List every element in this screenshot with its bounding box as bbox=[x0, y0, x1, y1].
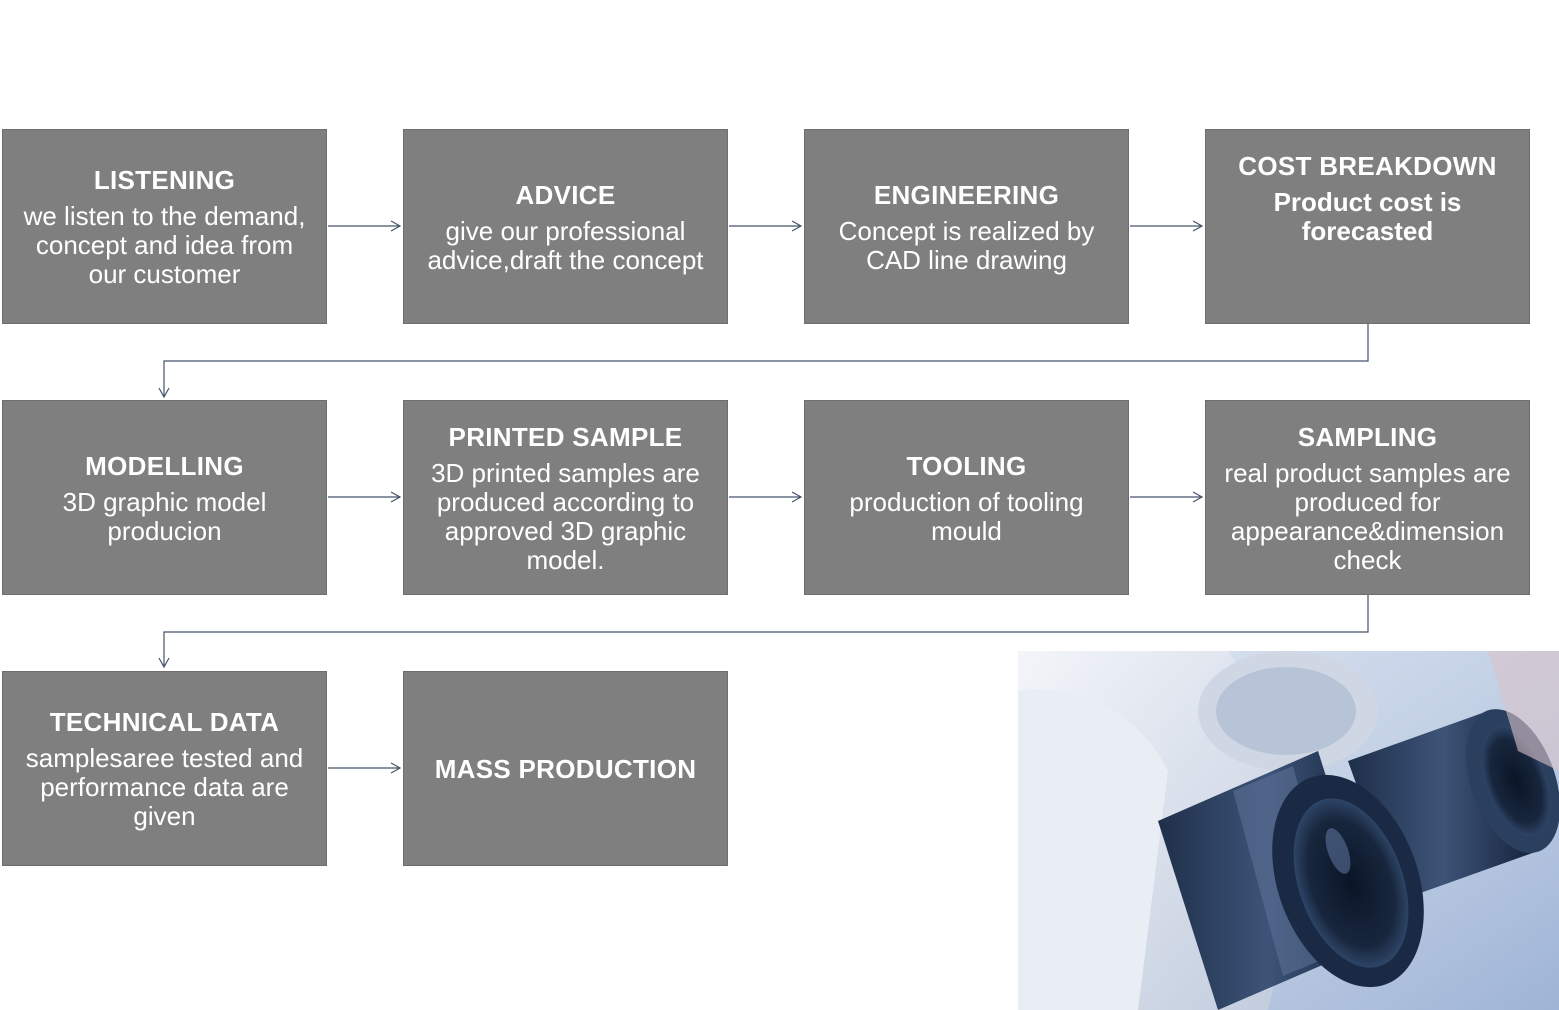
step-title: ENGINEERING bbox=[873, 179, 1060, 210]
step-description: real product samples are produced for ap… bbox=[1224, 457, 1511, 575]
step-cost-breakdown: COST BREAKDOWN Product cost is forecaste… bbox=[1205, 129, 1530, 324]
step-description: 3D printed samples are produced accordin… bbox=[431, 457, 700, 575]
step-title: MASS PRODUCTION bbox=[434, 753, 697, 784]
step-engineering: ENGINEERING Concept is realized by CAD l… bbox=[804, 129, 1129, 324]
step-advice: ADVICE give our professional advice,draf… bbox=[403, 129, 728, 324]
step-title: TOOLING bbox=[906, 450, 1027, 481]
step-technical-data: TECHNICAL DATA samplesaree tested and pe… bbox=[2, 671, 327, 866]
step-description: we listen to the demand, concept and ide… bbox=[23, 201, 306, 289]
step-title: ADVICE bbox=[515, 179, 616, 210]
step-description: 3D graphic model producion bbox=[62, 486, 267, 546]
step-sampling: SAMPLING real product samples are produc… bbox=[1205, 400, 1530, 595]
step-listening: LISTENING we listen to the demand, conce… bbox=[2, 129, 327, 324]
step-printed-sample: PRINTED SAMPLE 3D printed samples are pr… bbox=[403, 400, 728, 595]
step-description: Product cost is forecasted bbox=[1273, 187, 1462, 246]
elbow-cost-to-modelling bbox=[158, 324, 1369, 399]
step-title: LISTENING bbox=[93, 165, 236, 195]
step-description: give our professional advice,draft the c… bbox=[427, 215, 704, 275]
step-title: MODELLING bbox=[85, 450, 244, 481]
step-modelling: MODELLING 3D graphic model producion bbox=[2, 400, 327, 595]
step-description: samplesaree tested and performance data … bbox=[25, 743, 304, 831]
step-description: Concept is realized by CAD line drawing bbox=[838, 215, 1095, 275]
step-title: SAMPLING bbox=[1297, 421, 1438, 452]
step-title: COST BREAKDOWN bbox=[1238, 151, 1497, 181]
elbow-sampling-to-technical bbox=[158, 595, 1369, 669]
step-title: TECHNICAL DATA bbox=[49, 707, 280, 737]
step-mass-production: MASS PRODUCTION bbox=[403, 671, 728, 866]
microscope-eyepieces-photo bbox=[1018, 651, 1559, 1010]
step-description: production of tooling mould bbox=[849, 486, 1084, 546]
step-tooling: TOOLING production of tooling mould bbox=[804, 400, 1129, 595]
step-title: PRINTED SAMPLE bbox=[448, 421, 683, 452]
